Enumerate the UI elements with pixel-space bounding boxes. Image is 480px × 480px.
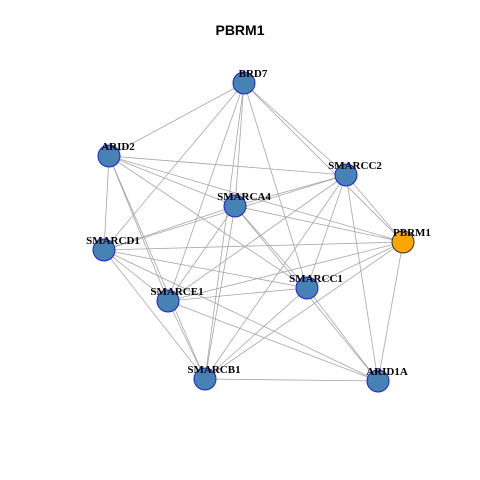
edge-arid2-smarcd1 bbox=[103, 155, 110, 251]
edge-arid2-smarca4 bbox=[108, 155, 236, 207]
edge-arid2-smarce1 bbox=[108, 155, 169, 302]
node-label-smarca4: SMARCA4 bbox=[217, 191, 271, 203]
node-label-smarcd1: SMARCD1 bbox=[86, 235, 140, 247]
edge-brd7-arid2 bbox=[108, 82, 245, 157]
edge-smarce1-smarcb1 bbox=[167, 300, 206, 380]
edge-brd7-smarcc1 bbox=[243, 82, 308, 289]
edge-brd7-smarcc2 bbox=[243, 82, 347, 176]
edge-brd7-smarca4 bbox=[234, 82, 245, 207]
edge-smarcc2-smarcc1 bbox=[306, 174, 347, 289]
edge-smarcc2-smarca4 bbox=[234, 174, 347, 207]
edge-pbrm1-smarcb1 bbox=[204, 241, 404, 380]
node-arid1a[interactable] bbox=[366, 369, 390, 393]
edge-smarcc2-smarce1 bbox=[167, 174, 347, 302]
edge-smarca4-smarcd1 bbox=[103, 205, 236, 251]
node-smarca4[interactable] bbox=[223, 194, 247, 218]
edge-smarcc2-arid1a bbox=[345, 174, 379, 382]
edge-smarcb1-arid1a bbox=[204, 378, 379, 382]
node-smarcb1[interactable] bbox=[193, 367, 217, 391]
node-brd7[interactable] bbox=[232, 71, 256, 95]
edge-smarcd1-pbrm1 bbox=[103, 241, 404, 251]
edge-smarcd1-smarcb1 bbox=[103, 249, 206, 380]
edge-arid2-smarcc1 bbox=[108, 155, 308, 289]
node-smarcc2[interactable] bbox=[334, 163, 358, 187]
node-label-arid2: ARID2 bbox=[101, 141, 135, 153]
edge-smarcd1-smarce1 bbox=[103, 249, 169, 302]
node-label-arid1a: ARID1A bbox=[366, 366, 408, 378]
edge-smarce1-arid1a bbox=[167, 300, 379, 382]
node-label-smarcc1: SMARCC1 bbox=[289, 273, 343, 285]
edge-smarcc1-smarcb1 bbox=[204, 287, 308, 380]
node-label-smarcb1: SMARCB1 bbox=[187, 364, 240, 376]
edge-smarcc2-pbrm1 bbox=[345, 174, 404, 243]
edge-layer bbox=[103, 82, 404, 382]
node-pbrm1[interactable] bbox=[391, 230, 415, 254]
node-arid2[interactable] bbox=[97, 144, 121, 168]
edge-smarcd1-arid1a bbox=[103, 249, 379, 382]
edge-smarcc2-smarcb1 bbox=[204, 174, 347, 380]
edge-arid2-smarcb1 bbox=[108, 155, 206, 380]
node-smarce1[interactable] bbox=[156, 289, 180, 313]
graph-title: PBRM1 bbox=[215, 22, 264, 38]
edge-smarca4-smarce1 bbox=[167, 205, 236, 302]
edge-smarcd1-smarcc1 bbox=[103, 249, 308, 289]
node-label-smarce1: SMARCE1 bbox=[150, 286, 203, 298]
node-label-brd7: BRD7 bbox=[239, 68, 268, 80]
node-label-smarcc2: SMARCC2 bbox=[328, 160, 382, 172]
edge-smarcc1-smarce1 bbox=[167, 287, 308, 302]
edge-pbrm1-smarcc1 bbox=[306, 241, 404, 289]
edge-pbrm1-arid1a bbox=[377, 241, 404, 382]
node-label-pbrm1: PBRM1 bbox=[393, 227, 431, 239]
edge-smarca4-smarcb1 bbox=[204, 205, 236, 380]
edge-pbrm1-smarce1 bbox=[167, 241, 404, 302]
edge-smarca4-smarcc1 bbox=[234, 205, 308, 289]
node-smarcd1[interactable] bbox=[92, 238, 116, 262]
node-smarcc1[interactable] bbox=[295, 276, 319, 300]
edge-brd7-smarcb1 bbox=[204, 82, 245, 380]
node-layer bbox=[92, 71, 415, 393]
edge-brd7-pbrm1 bbox=[243, 82, 404, 243]
edge-smarcc1-arid1a bbox=[306, 287, 379, 382]
edge-smarcc2-smarcd1 bbox=[103, 174, 347, 251]
edge-brd7-smarcd1 bbox=[103, 82, 245, 251]
edge-arid2-smarcc2 bbox=[108, 155, 347, 176]
edge-smarca4-pbrm1 bbox=[234, 205, 404, 243]
